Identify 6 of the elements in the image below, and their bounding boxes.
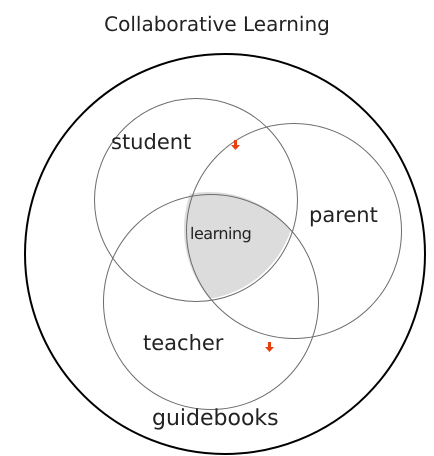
node-label: learning — [190, 226, 252, 242]
node-label: parent — [309, 205, 378, 226]
node-label: teacher — [143, 333, 224, 354]
node-label: guidebooks — [152, 408, 279, 430]
node-label: student — [111, 132, 192, 153]
diagram-title: Collaborative Learning — [103, 14, 331, 34]
